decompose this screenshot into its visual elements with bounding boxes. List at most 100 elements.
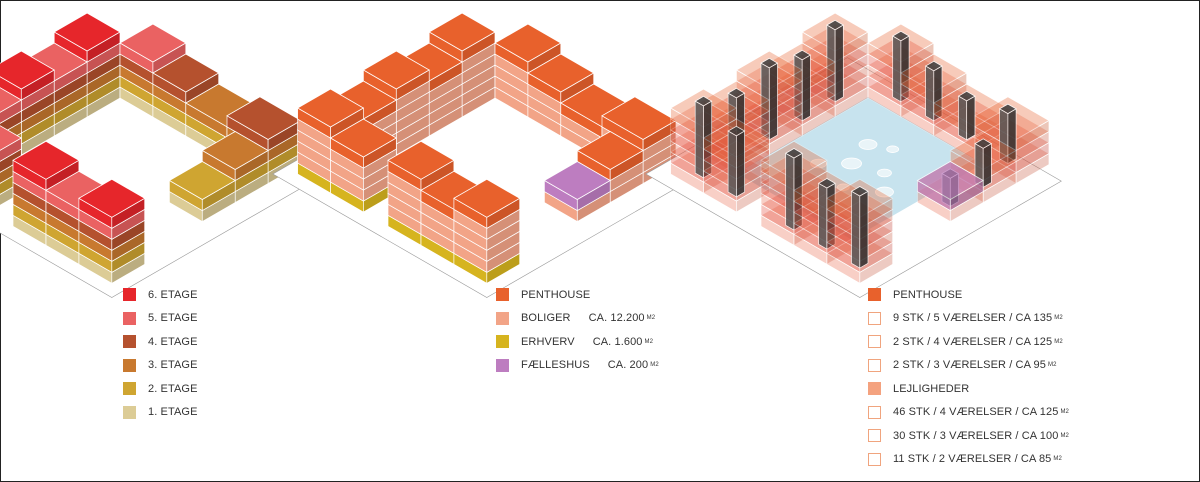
- legend-label: 9 STK / 5 VÆRELSER / CA 135: [893, 312, 1053, 324]
- legend-swatch: [868, 382, 881, 395]
- legend-label: BOLIGER: [521, 312, 571, 324]
- legend-label: 30 STK / 3 VÆRELSER / CA 100: [893, 429, 1059, 442]
- legend-label: 5. ETAGE: [148, 312, 198, 324]
- legend-value: CA. 1.600: [592, 335, 643, 348]
- legend-label: PENTHOUSE: [893, 288, 963, 301]
- function-slab: [453, 178, 521, 229]
- legend-item: 5. ETAGE: [123, 311, 198, 326]
- legend-label: 2. ETAGE: [148, 382, 198, 395]
- function-slab: [296, 88, 365, 139]
- legend-swatch: [496, 358, 509, 372]
- legend-label: 1. ETAGE: [148, 406, 198, 418]
- courtyard-circle: [877, 168, 892, 178]
- floor-slab: [168, 161, 236, 212]
- legend-swatch: [868, 335, 881, 348]
- function-slab: [428, 12, 496, 63]
- legend-swatch: [123, 335, 136, 348]
- stair-core: [694, 95, 713, 179]
- diagram-functions: [272, 12, 689, 298]
- legend-item: PENTHOUSE: [868, 287, 1069, 302]
- legend-swatch: [868, 358, 881, 372]
- stair-core: [727, 125, 746, 198]
- legend-unit: M2: [1053, 456, 1062, 462]
- courtyard-circle: [875, 186, 894, 198]
- legend-label: 46 STK / 4 VÆRELSER / CA 125: [893, 406, 1059, 418]
- floor-slab: [119, 23, 187, 74]
- legend-swatch: [868, 311, 881, 325]
- legend-swatch: [868, 288, 881, 301]
- diagram-floors: [0, 12, 314, 298]
- legend-label: LEJLIGHEDER: [893, 382, 970, 395]
- legend-unit: M2: [1048, 362, 1057, 368]
- legend-item: 1. ETAGE: [123, 405, 198, 420]
- stair-core: [974, 138, 993, 188]
- legend-label: PENTHOUSE: [521, 288, 591, 301]
- stair-core: [826, 19, 845, 103]
- legend-value: CA. 200: [607, 359, 649, 371]
- legend-label: 11 STK / 2 VÆRELSER / CA 85: [893, 453, 1052, 465]
- legend-label: 2 STK / 3 VÆRELSER / CA 95: [893, 359, 1046, 371]
- legend-value: CA. 12.200: [588, 312, 645, 324]
- legend-item: LEJLIGHEDER: [868, 381, 1069, 396]
- diagram-apartments: [645, 12, 1062, 298]
- courtyard-circle: [858, 139, 878, 150]
- function-slab: [601, 96, 677, 152]
- legend-swatch: [868, 405, 881, 419]
- function-slab: [362, 50, 430, 101]
- floor-slab: [226, 96, 302, 152]
- function-slab: [494, 23, 562, 74]
- legend-unit: M2: [1054, 338, 1063, 345]
- legend-label: 3. ETAGE: [148, 359, 198, 371]
- legend-item: 3. ETAGE: [123, 358, 198, 373]
- legend-swatch: [123, 358, 136, 372]
- legend-unit: M2: [644, 338, 654, 345]
- stair-core: [891, 30, 910, 103]
- legend-item: 6. ETAGE: [123, 287, 198, 302]
- legend-item: 2. ETAGE: [123, 381, 198, 396]
- function-slab: [576, 131, 644, 182]
- courtyard-circle: [886, 145, 900, 153]
- legend-swatch: [496, 311, 509, 325]
- function-slab: [527, 53, 595, 104]
- legend-label: ERHVERV: [521, 335, 575, 348]
- stair-core: [760, 57, 779, 141]
- legend-label: 2 STK / 4 VÆRELSER / CA 125: [893, 335, 1053, 348]
- legend-swatch: [123, 405, 136, 419]
- function-slab: [329, 118, 398, 169]
- community-house: [916, 161, 984, 212]
- function-slab: [387, 140, 455, 191]
- stair-core: [817, 178, 836, 250]
- floor-slab: [78, 178, 146, 229]
- legend-swatch: [496, 335, 509, 348]
- legend-item: PENTHOUSE: [496, 287, 659, 302]
- stair-core: [850, 186, 869, 269]
- stair-core: [957, 90, 976, 141]
- legend-unit: M2: [646, 315, 656, 321]
- stair-core: [784, 148, 803, 231]
- floor-slab: [201, 131, 269, 182]
- legend-swatch: [868, 452, 881, 466]
- legend-unit: M2: [1054, 315, 1063, 321]
- legend-swatch: [123, 288, 136, 301]
- floor-slab: [0, 125, 23, 162]
- legend-swatch: [123, 382, 136, 395]
- courtyard-circle: [836, 183, 850, 191]
- legend-label: 6. ETAGE: [148, 288, 198, 301]
- legend-swatch: [123, 311, 136, 325]
- courtyard-circle: [841, 157, 862, 170]
- legend-unit: M2: [1060, 432, 1069, 439]
- floor-slab: [0, 87, 23, 124]
- floor-slab: [53, 12, 121, 63]
